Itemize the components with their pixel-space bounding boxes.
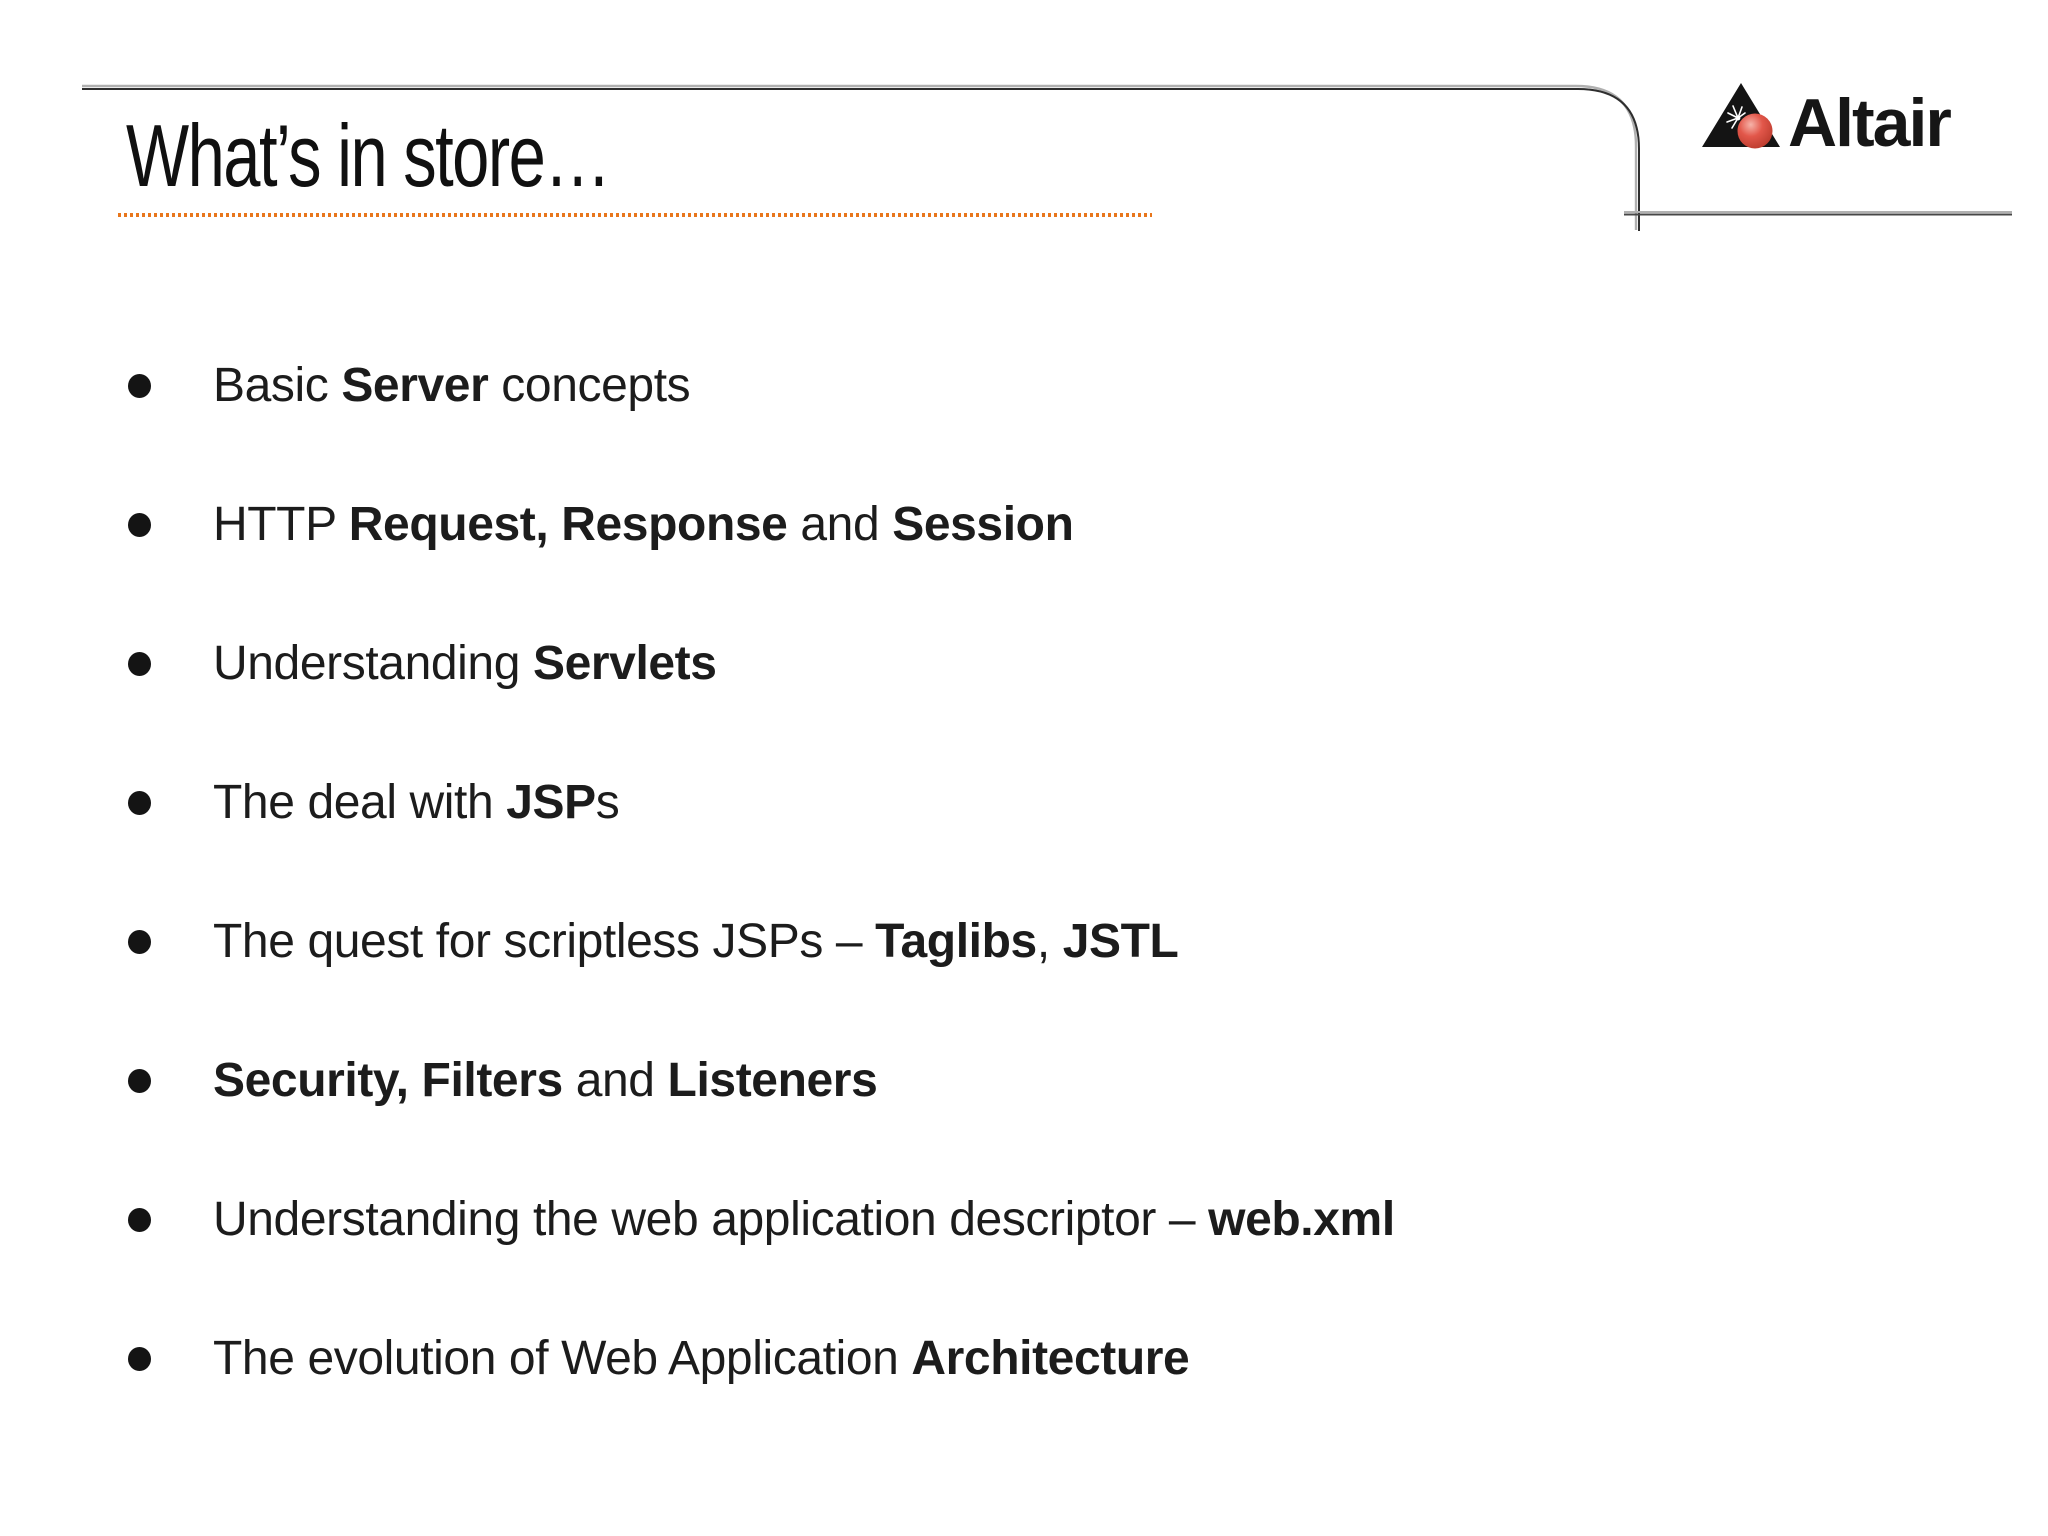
list-item: Basic Server concepts <box>128 316 1395 455</box>
bullet-text: The evolution of Web Application Archite… <box>213 1331 1190 1385</box>
bullet-text: HTTP Request, Response and Session <box>213 497 1074 551</box>
bullet-text: The quest for scriptless JSPs – Taglibs,… <box>213 914 1179 968</box>
page-title: What’s in store… <box>126 106 611 205</box>
bullet-icon <box>128 373 151 398</box>
list-item: The evolution of Web Application Archite… <box>128 1289 1395 1428</box>
bullet-text: Understanding the web application descri… <box>213 1192 1395 1246</box>
bullet-icon <box>128 1346 151 1371</box>
list-item: The deal with JSPs <box>128 733 1395 872</box>
bullet-icon <box>128 1207 151 1232</box>
altair-triangle-icon <box>1702 83 1780 149</box>
bullet-text: Understanding Servlets <box>213 636 717 690</box>
bullet-text: The deal with JSPs <box>213 775 620 829</box>
bullet-text: Security, Filters and Listeners <box>213 1053 878 1107</box>
bullet-text: Basic Server concepts <box>213 358 691 412</box>
bullet-icon <box>128 790 151 815</box>
bullet-icon <box>128 651 151 676</box>
list-item: Security, Filters and Listeners <box>128 1011 1395 1150</box>
bullet-list: Basic Server concepts HTTP Request, Resp… <box>128 316 1395 1428</box>
altair-wordmark: Altair <box>1788 85 1952 161</box>
list-item: Understanding Servlets <box>128 594 1395 733</box>
list-item: HTTP Request, Response and Session <box>128 455 1395 594</box>
bullet-icon <box>128 929 151 954</box>
list-item: The quest for scriptless JSPs – Taglibs,… <box>128 872 1395 1011</box>
altair-logo: Altair <box>1690 75 2030 165</box>
bullet-icon <box>128 1068 151 1093</box>
list-item: Understanding the web application descri… <box>128 1150 1395 1289</box>
title-dotted-rule <box>118 213 1152 217</box>
bullet-icon <box>128 512 151 537</box>
